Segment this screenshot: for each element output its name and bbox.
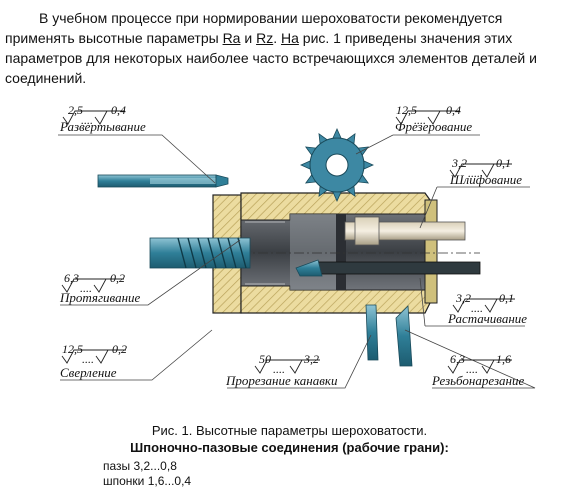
- reamer-tool: [97, 174, 229, 188]
- intro-text-1: В учебном процессе при нормировании шеро…: [5, 10, 503, 46]
- label-milling: Фрезерование: [395, 119, 472, 134]
- milling-dots: ....: [414, 113, 426, 127]
- boring-dots: ....: [471, 301, 483, 315]
- list-item-grooves: пазы 3,2...0,8: [103, 459, 177, 473]
- label-drilling: Сверление: [60, 365, 117, 380]
- threading-min: 1,6: [496, 352, 511, 366]
- grinding-spindle: [344, 216, 466, 246]
- drilling-dots: ....: [82, 352, 94, 366]
- operation-labels: Развертывание Фрезерование Шлифование Пр…: [59, 119, 527, 388]
- leader-lines: [58, 134, 536, 389]
- figure-link[interactable]: На: [280, 30, 299, 46]
- section-subheading: Шпоночно-пазовые соединения (рабочие гра…: [130, 440, 449, 455]
- milling-min: 0,4: [446, 103, 461, 117]
- grooving-tool: [365, 304, 379, 361]
- label-boring: Растачивание: [447, 311, 527, 326]
- grooving-min: 3,2: [303, 352, 319, 366]
- broaching-min: 0,2: [110, 271, 125, 285]
- threading-max: 6,3: [450, 352, 465, 366]
- list-item-keys: шпонки 1,6...0,4: [103, 474, 192, 488]
- label-reaming: Развертывание: [59, 119, 146, 134]
- intro-text-4: рис. 1 приведены значения этих параметро…: [5, 30, 537, 86]
- threading-tool: [395, 305, 413, 367]
- milling-max: 12,5: [396, 103, 417, 117]
- broach-tool: [149, 237, 251, 269]
- boring-bar: [295, 259, 481, 277]
- label-grooving: Прорезание канавки: [225, 373, 338, 388]
- intro-text-3: .: [273, 30, 281, 46]
- roughness-figure: 2,5 .... 0,4 12,5 .... 0,4 3,2 .... 0,1 …: [58, 103, 536, 389]
- grinding-min: 0,1: [496, 156, 511, 170]
- roughness-marks: [61, 110, 515, 374]
- label-grinding: Шлифование: [449, 172, 522, 187]
- drilling-max: 12,5: [62, 342, 83, 356]
- grinding-dots: ....: [468, 166, 480, 180]
- drilling-min: 0,2: [112, 342, 127, 356]
- broaching-dots: ....: [80, 281, 92, 295]
- milling-cutter: [300, 128, 374, 202]
- roughness-values: 2,5 .... 0,4 12,5 .... 0,4 3,2 .... 0,1 …: [62, 103, 514, 376]
- broaching-max: 6,3: [64, 271, 79, 285]
- grooving-dots: ....: [273, 362, 285, 376]
- grooving-max: 50: [259, 352, 271, 366]
- ra-symbol: Ra: [222, 30, 241, 46]
- threading-dots: ....: [466, 362, 478, 376]
- boring-max: 3,2: [455, 291, 471, 305]
- reaming-max: 2,5: [68, 103, 83, 117]
- intro-paragraph: В учебном процессе при нормировании шеро…: [5, 8, 573, 88]
- label-threading: Резьбонарезание: [431, 373, 524, 388]
- boring-min: 0,1: [499, 291, 514, 305]
- intro-text-2: и: [240, 30, 257, 46]
- reaming-min: 0,4: [111, 103, 126, 117]
- grinding-max: 3,2: [451, 156, 467, 170]
- label-broaching: Протягивание: [59, 290, 141, 305]
- figure-caption: Рис. 1. Высотные параметры шероховатости…: [151, 423, 428, 438]
- rz-symbol: Rz: [256, 30, 274, 46]
- reaming-dots: ....: [81, 113, 93, 127]
